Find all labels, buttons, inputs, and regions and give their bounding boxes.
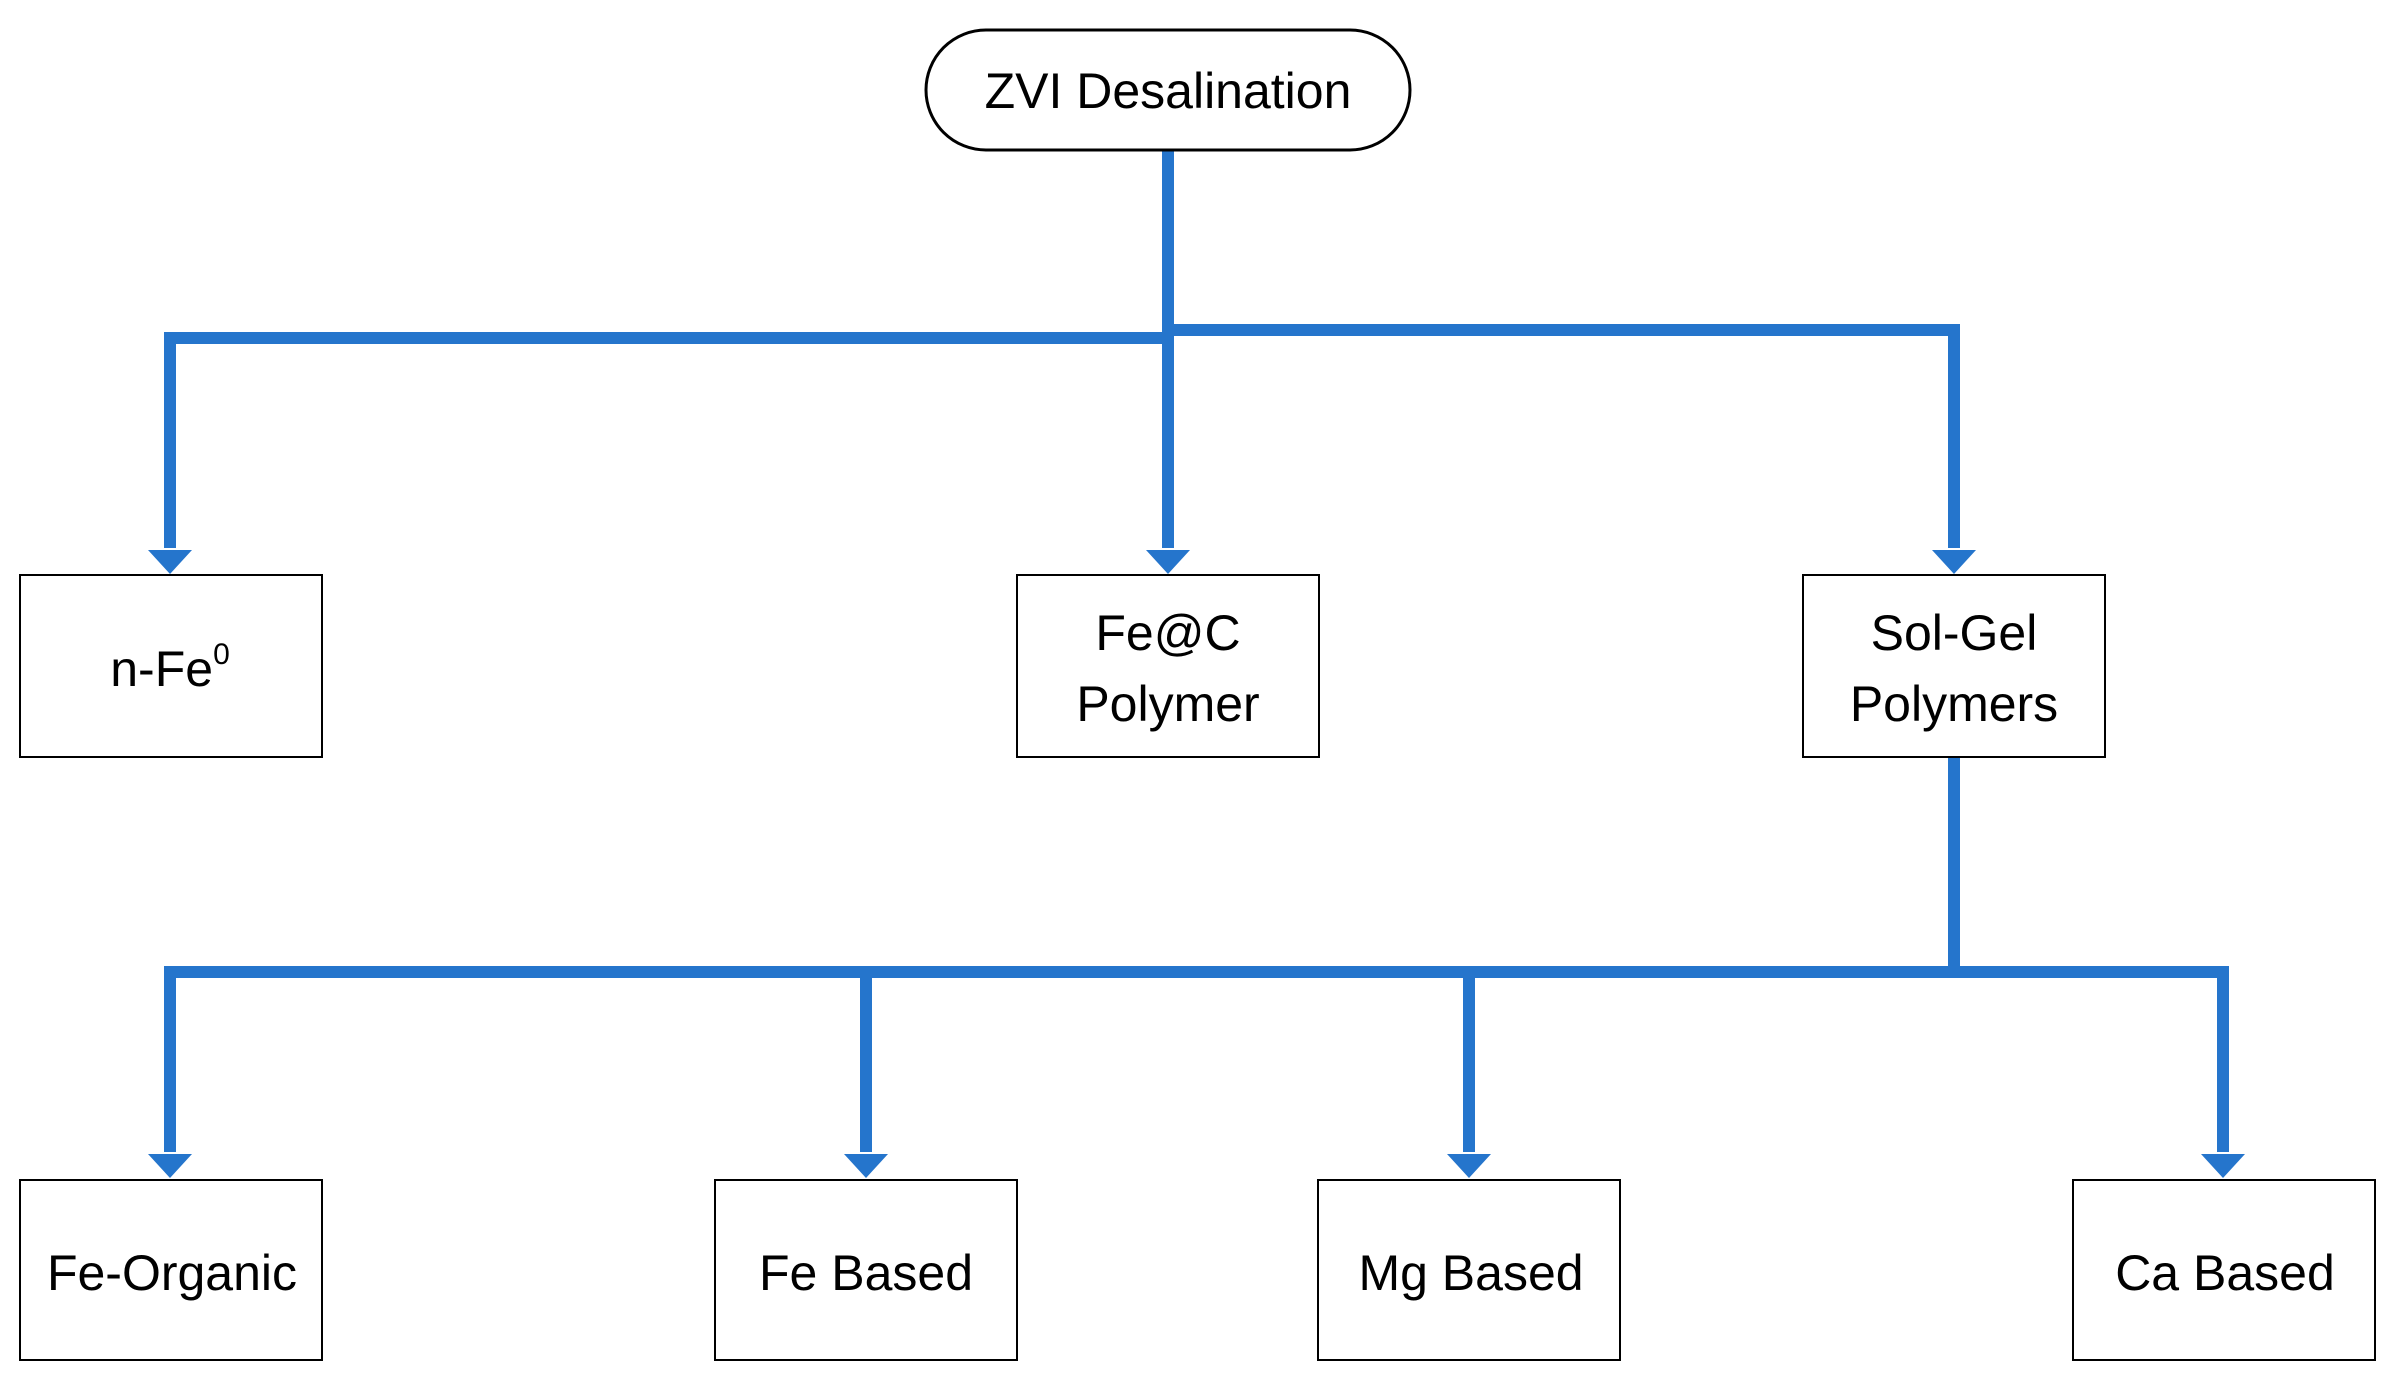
node-fe-based-shape: [714, 1179, 1018, 1361]
node-fec-shape: [1016, 574, 1320, 758]
arrowheads: [148, 550, 2245, 1178]
node-fe-based-label: Fe Based: [759, 1245, 973, 1301]
arrowhead-ca-based: [2201, 1154, 2245, 1178]
node-mg-based-label: Mg Based: [1358, 1245, 1583, 1301]
node-solgel-shape: [1802, 574, 2106, 758]
node-fec-label-line1: Fe@C: [1095, 605, 1240, 661]
node-solgel-label-line1: Sol-Gel: [1871, 605, 2038, 661]
node-nfe-shape: [19, 574, 323, 758]
node-ca-based-shape: [2072, 1179, 2376, 1361]
arrowhead-fe-based: [844, 1154, 888, 1178]
node-fec-label-line2: Polymer: [1076, 676, 1259, 732]
node-nfe: n-Fe0: [19, 574, 323, 758]
node-fe-based: Fe Based: [714, 1179, 1018, 1361]
node-fe-organic: Fe-Organic: [19, 1179, 323, 1361]
node-mg-based-shape: [1317, 1179, 1621, 1361]
node-nfe-label-superscript: 0: [213, 638, 230, 671]
arrowhead-fec: [1146, 550, 1190, 574]
node-ca-based: Ca Based: [2072, 1179, 2376, 1361]
node-fec: Fe@C Polymer: [1016, 574, 1320, 758]
connector-root-to-nfe: [164, 332, 1168, 548]
node-nfe-label-main: n-Fe: [110, 641, 213, 697]
node-fe-organic-shape: [19, 1179, 323, 1361]
connector-root-to-solgel: [1168, 324, 1960, 548]
arrowhead-mg-based: [1447, 1154, 1491, 1178]
node-fe-organic-label: Fe-Organic: [47, 1245, 297, 1301]
arrowhead-solgel: [1932, 550, 1976, 574]
node-solgel-label-line2: Polymers: [1850, 676, 2058, 732]
node-root-label: ZVI Desalination: [985, 63, 1352, 119]
node-solgel: Sol-Gel Polymers: [1802, 574, 2106, 758]
node-mg-based: Mg Based: [1317, 1179, 1621, 1361]
node-root: ZVI Desalination: [924, 28, 1412, 152]
node-ca-based-label: Ca Based: [2115, 1245, 2335, 1301]
connectors: [164, 147, 2229, 1152]
arrowhead-fe-organic: [148, 1154, 192, 1178]
node-nfe-label: n-Fe0: [110, 638, 230, 697]
arrowhead-nfe: [148, 550, 192, 574]
node-root-shape: [924, 28, 1412, 152]
